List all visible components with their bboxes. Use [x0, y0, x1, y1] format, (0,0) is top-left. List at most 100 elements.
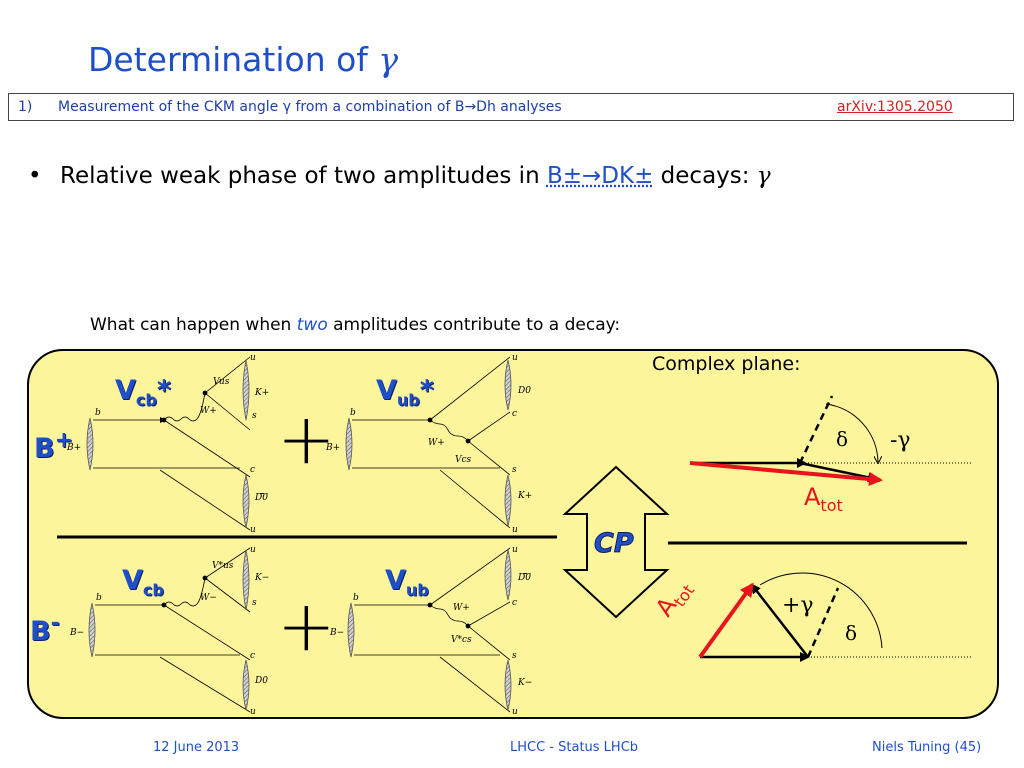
blob-b-plus	[86, 417, 94, 471]
v-ub-star-v: V	[376, 375, 397, 406]
lower-delta-label: δ	[845, 621, 857, 645]
lower-phase-arc	[759, 572, 883, 649]
feynman-diagram-bottom-right	[347, 547, 512, 713]
diagram-panel	[27, 349, 999, 719]
upper-a-tot-letter: A	[804, 483, 821, 511]
feynman-diagram-top-right	[345, 356, 512, 529]
subtext: What can happen when two amplitudes cont…	[90, 315, 620, 335]
fbr-u1: u	[512, 545, 518, 555]
fbl-u1: u	[250, 545, 256, 555]
feynman-labels-top-right: u D0 c b B+ W+ Vcs s K+ u	[325, 353, 532, 535]
ftl-kplus: K+	[254, 388, 269, 398]
lower-phase-label: +γ	[782, 593, 814, 618]
lower-a-tot-arrow	[698, 582, 754, 659]
ftr-b: b	[350, 408, 356, 418]
lower-amplitude-2	[750, 583, 809, 658]
b-minus-label: B-	[30, 611, 60, 647]
ftl-b: b	[95, 408, 101, 418]
ftl-bplus: B+	[66, 443, 81, 453]
ftl-vus: Vus	[213, 377, 230, 387]
ftr-u1: u	[512, 353, 518, 363]
reference-number: 1)	[18, 99, 33, 115]
cp-double-arrow	[562, 465, 670, 619]
bullet-text-after: decays:	[660, 163, 750, 189]
feynman-labels-bottom-left: u V*us K− s b B− W− c D0 u	[69, 545, 269, 717]
b-plus-sign: +	[54, 428, 74, 453]
footer-right: Niels Tuning (45)	[872, 740, 982, 755]
ftr-kplus: K+	[517, 491, 532, 501]
feynman-diagram-bottom-left	[88, 547, 251, 713]
ftl-u1: u	[250, 353, 256, 363]
upper-phase-label: -γ	[890, 428, 911, 453]
subtext-before: What can happen when	[90, 315, 292, 335]
reference-text: Measurement of the CKM angle γ from a co…	[58, 99, 562, 115]
v-cb-label: Vcb	[122, 565, 164, 599]
ftl-u2: u	[250, 525, 256, 535]
bullet-text-before: Relative weak phase of two amplitudes in	[60, 163, 540, 189]
title-gamma-symbol: γ	[378, 40, 399, 79]
upper-a-tot-label: Atot	[804, 483, 843, 515]
upper-phase-arc	[825, 403, 878, 462]
ftr-c1: c	[512, 409, 517, 419]
footer-date: 12 June 2013	[153, 740, 240, 755]
feynman-diagram-top-left	[86, 356, 251, 531]
v-ub-sub: ub	[405, 580, 429, 600]
bullet-decay: B±→DK±	[546, 163, 654, 189]
fbl-b: b	[96, 593, 102, 603]
b-plus-base: B	[34, 433, 55, 464]
v-ub-star-star: *	[419, 375, 434, 406]
fbr-wplus: W+	[453, 603, 470, 613]
b-minus-sign: -	[50, 611, 60, 636]
fbr-c1: c	[512, 598, 517, 608]
slide-title: Determination of γ	[88, 40, 398, 79]
fbr-s: s	[512, 651, 517, 661]
fbr-vcs: V*cs	[451, 635, 472, 645]
fbl-u2: u	[250, 707, 256, 717]
fbl-kminus: K−	[254, 573, 269, 583]
ftl-s: s	[252, 411, 257, 421]
arxiv-link[interactable]: arXiv:1305.2050	[837, 99, 953, 115]
ftl-wplus: W+	[200, 406, 217, 416]
ftr-s: s	[512, 465, 517, 475]
fbr-bminus: B−	[329, 628, 344, 638]
v-ub-label: Vub	[385, 565, 429, 599]
upper-amplitude-2	[799, 461, 878, 483]
fbl-vus: V*us	[212, 561, 234, 571]
fbl-wminus: W−	[200, 593, 217, 603]
plus-sign-lower: +	[277, 585, 336, 667]
fbl-bminus: B−	[69, 628, 84, 638]
ftr-bplus: B+	[325, 443, 340, 453]
complex-plane-lower	[698, 572, 972, 662]
feynman-labels-bottom-right: u D0 c b B− W+ V*cs s K− u	[329, 545, 532, 717]
fbl-s: s	[252, 598, 257, 608]
upper-delta-label: δ	[836, 427, 848, 451]
ftr-u2: u	[512, 525, 518, 535]
cp-label: CP	[594, 528, 635, 560]
b-minus-base: B	[30, 616, 51, 647]
ftl-c: c	[250, 465, 255, 475]
reference-box	[8, 93, 1014, 121]
ftr-d0: D0	[517, 386, 531, 396]
ftr-vcs: Vcs	[455, 455, 472, 465]
v-cb-star-v: V	[115, 375, 136, 406]
title-text: Determination of	[88, 40, 368, 79]
v-cb-star-star: *	[156, 375, 171, 406]
footer-center: LHCC - Status LHCb	[510, 740, 639, 755]
ftl-dbar0: D0	[254, 493, 268, 503]
fbl-c: c	[250, 651, 255, 661]
v-cb-star-sub: cb	[135, 390, 157, 410]
v-cb-star-label: Vcb*	[115, 375, 171, 409]
b-plus-label: B+	[34, 428, 73, 464]
v-cb-v: V	[122, 565, 143, 596]
lower-dashed-line	[806, 587, 840, 658]
feynman-labels-top-left: u Vus K+ s b B+ W+ c D0 u	[66, 353, 269, 535]
subtext-after: amplitudes contribute to a decay:	[333, 315, 621, 335]
fbr-b: b	[353, 593, 359, 603]
bullet-marker: •	[28, 163, 42, 189]
plus-sign-upper: +	[277, 398, 336, 480]
fbr-kminus: K−	[517, 678, 532, 688]
upper-a-tot-arrow	[689, 461, 883, 486]
v-ub-v: V	[385, 565, 406, 596]
fbr-dbar0: D0	[517, 573, 531, 583]
